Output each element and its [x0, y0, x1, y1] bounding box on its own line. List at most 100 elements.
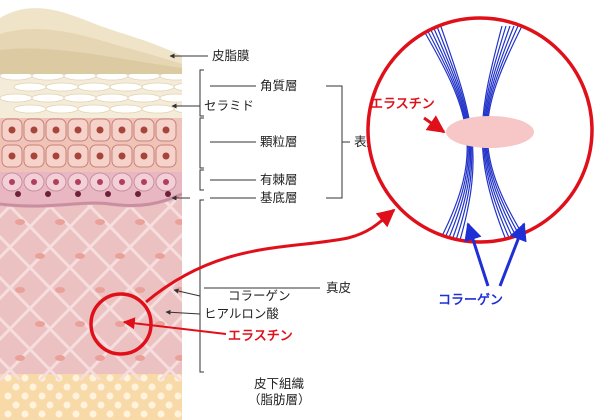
cell-nucleus: [140, 126, 148, 134]
dermis-layer: [0, 194, 182, 382]
elastin-highlight: [89, 208, 396, 356]
cell-nucleus: [96, 126, 104, 134]
cell-nucleus: [141, 179, 147, 185]
melanocyte: [75, 191, 81, 197]
melanocyte: [165, 191, 171, 197]
fat-cell: [114, 401, 122, 409]
label-ceramide: セラミド: [204, 98, 254, 113]
fibroblast-cell: [75, 253, 85, 259]
zoom-label-collagen: コラーゲン: [438, 292, 503, 308]
collagen-strand: [38, 232, 182, 382]
corneum-scale: [63, 93, 97, 103]
label-subcutaneous: 皮下組織: [254, 376, 305, 391]
fibroblast-cell: [55, 219, 65, 225]
corneum-scale: [77, 82, 111, 92]
fat-cell: [140, 392, 148, 400]
cell-nucleus: [8, 126, 16, 134]
label-elastin: エラスチン: [228, 329, 293, 344]
fibroblast-cell: [55, 287, 65, 293]
fat-cell: [46, 383, 54, 391]
cell-nucleus: [52, 152, 60, 160]
cell-nucleus: [30, 126, 38, 134]
fat-cell: [106, 410, 114, 418]
skin-cross-section: [0, 8, 190, 420]
fat-cell: [80, 401, 88, 409]
fibroblast-cell: [15, 287, 25, 293]
cell-nucleus: [52, 126, 60, 134]
zoom-view: エラスチン コラーゲン: [366, 16, 594, 308]
fibroblast-cell: [55, 355, 65, 361]
cell-nucleus: [140, 152, 148, 160]
corneum-scale: [159, 93, 182, 103]
fat-cell: [21, 410, 29, 418]
fat-cell: [29, 383, 37, 391]
fat-cell: [4, 410, 12, 418]
fat-cell: [4, 374, 12, 382]
cell-nucleus: [74, 152, 82, 160]
fat-cell: [72, 410, 80, 418]
fat-cell: [183, 402, 190, 409]
cell-nucleus: [162, 126, 170, 134]
fat-cell: [165, 401, 173, 409]
corneum-scale: [31, 93, 65, 103]
corneum-scale: [109, 82, 143, 92]
corneum-scale: [45, 104, 79, 114]
fat-cell: [148, 383, 156, 391]
corneum-scale: [141, 82, 175, 92]
zoom-label-elastin: エラスチン: [370, 97, 435, 112]
melanocyte: [15, 191, 21, 197]
fat-cell: [12, 401, 20, 409]
fibroblast-cell: [95, 287, 105, 293]
fat-cell: [123, 392, 131, 400]
fat-cell: [114, 383, 122, 391]
label-stratum-spinosum: 有棘層: [260, 172, 298, 187]
collagen-strand: [78, 273, 182, 382]
fibroblast-cell: [135, 355, 145, 361]
fat-cell: [106, 392, 114, 400]
melanocyte: [105, 191, 111, 197]
fat-cell: [174, 410, 182, 418]
label-collagen: コラーゲン: [228, 288, 291, 303]
fibroblast-cell: [175, 355, 182, 361]
fat-cell: [4, 392, 12, 400]
fat-cell: [55, 392, 63, 400]
fat-cell: [21, 392, 29, 400]
fat-cell: [157, 392, 165, 400]
fat-cell: [63, 401, 71, 409]
cell-nucleus: [75, 179, 81, 185]
cell-nucleus: [119, 179, 125, 185]
corneum-scale: [0, 93, 33, 103]
fibroblast-cell: [115, 253, 125, 259]
fat-cell: [63, 383, 71, 391]
fat-cell: [97, 401, 105, 409]
fat-cell: [46, 401, 54, 409]
corneum-scale: [95, 93, 129, 103]
corneum-scale: [109, 104, 143, 114]
corneum-scale: [13, 82, 47, 92]
fibroblast-cell: [75, 321, 85, 327]
basal-spinous-layer: [0, 170, 182, 208]
fat-cell: [140, 410, 148, 418]
fat-cell: [123, 410, 131, 418]
fat-cell: [21, 374, 29, 382]
collagen-strand: [118, 194, 182, 262]
cell-nucleus: [163, 179, 169, 185]
fibroblast-cell: [175, 219, 182, 225]
cell-nucleus: [118, 126, 126, 134]
fat-cell: [157, 410, 165, 418]
cell-nucleus: [8, 152, 16, 160]
pointer-lines: [165, 53, 256, 315]
layer-markers: [199, 69, 350, 373]
fibroblast-cell: [135, 287, 145, 293]
label-hyaluronic-acid: ヒアルロン酸: [204, 306, 279, 321]
cell-nucleus: [9, 179, 15, 185]
fat-cell: [12, 383, 20, 391]
fat-cell: [165, 383, 173, 391]
elastin-fiber-ellipse: [446, 116, 534, 148]
label-dermis: 真皮: [326, 280, 351, 295]
fibroblast-cell: [155, 253, 165, 259]
fat-cell: [131, 383, 139, 391]
fat-cell: [80, 383, 88, 391]
fat-cell: [89, 392, 97, 400]
